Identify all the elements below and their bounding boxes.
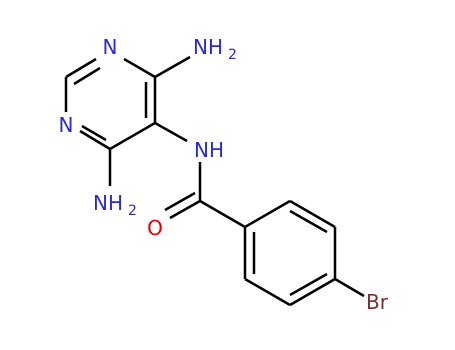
amide-nh-label: NH	[194, 138, 224, 162]
bond-ar2	[289, 199, 336, 229]
bromine-label: Br	[366, 290, 389, 314]
atom-labels: N N NH 2 NH 2 NH O Br	[59, 35, 389, 314]
svg-text:2: 2	[228, 47, 237, 63]
svg-text:2: 2	[128, 203, 137, 219]
bond-ar1	[244, 199, 291, 229]
bond-c2-n3	[65, 57, 97, 79]
ring-n-left-label: N	[59, 113, 74, 137]
bond-ar5	[244, 277, 291, 307]
bond-c-o	[169, 199, 201, 220]
bond-ar2-double	[289, 209, 328, 234]
bond-n3-c4	[123, 57, 156, 79]
bond-c2-n3-double	[73, 66, 101, 86]
bond-ar4-double	[289, 272, 328, 297]
svg-text:NH: NH	[93, 191, 123, 215]
carbonyl-o-label: O	[147, 216, 163, 240]
svg-text:NH: NH	[193, 35, 223, 59]
bond-c6-n1	[79, 129, 111, 151]
bond-c5-nh	[154, 121, 188, 143]
bond-c-o-double	[164, 191, 196, 212]
bond-ar4	[289, 277, 336, 307]
ring-n-top-label: N	[103, 35, 118, 59]
bond-co-ipso	[199, 199, 246, 229]
bond-c4-nh2	[154, 55, 191, 79]
bond-c5-c6	[109, 121, 156, 151]
bonds	[64, 55, 365, 307]
bond-c6-n1-double	[81, 124, 107, 142]
bond-ar-br	[334, 277, 365, 298]
amine-bottom-label: NH 2	[93, 191, 137, 219]
amine-top-label: NH 2	[193, 35, 237, 63]
